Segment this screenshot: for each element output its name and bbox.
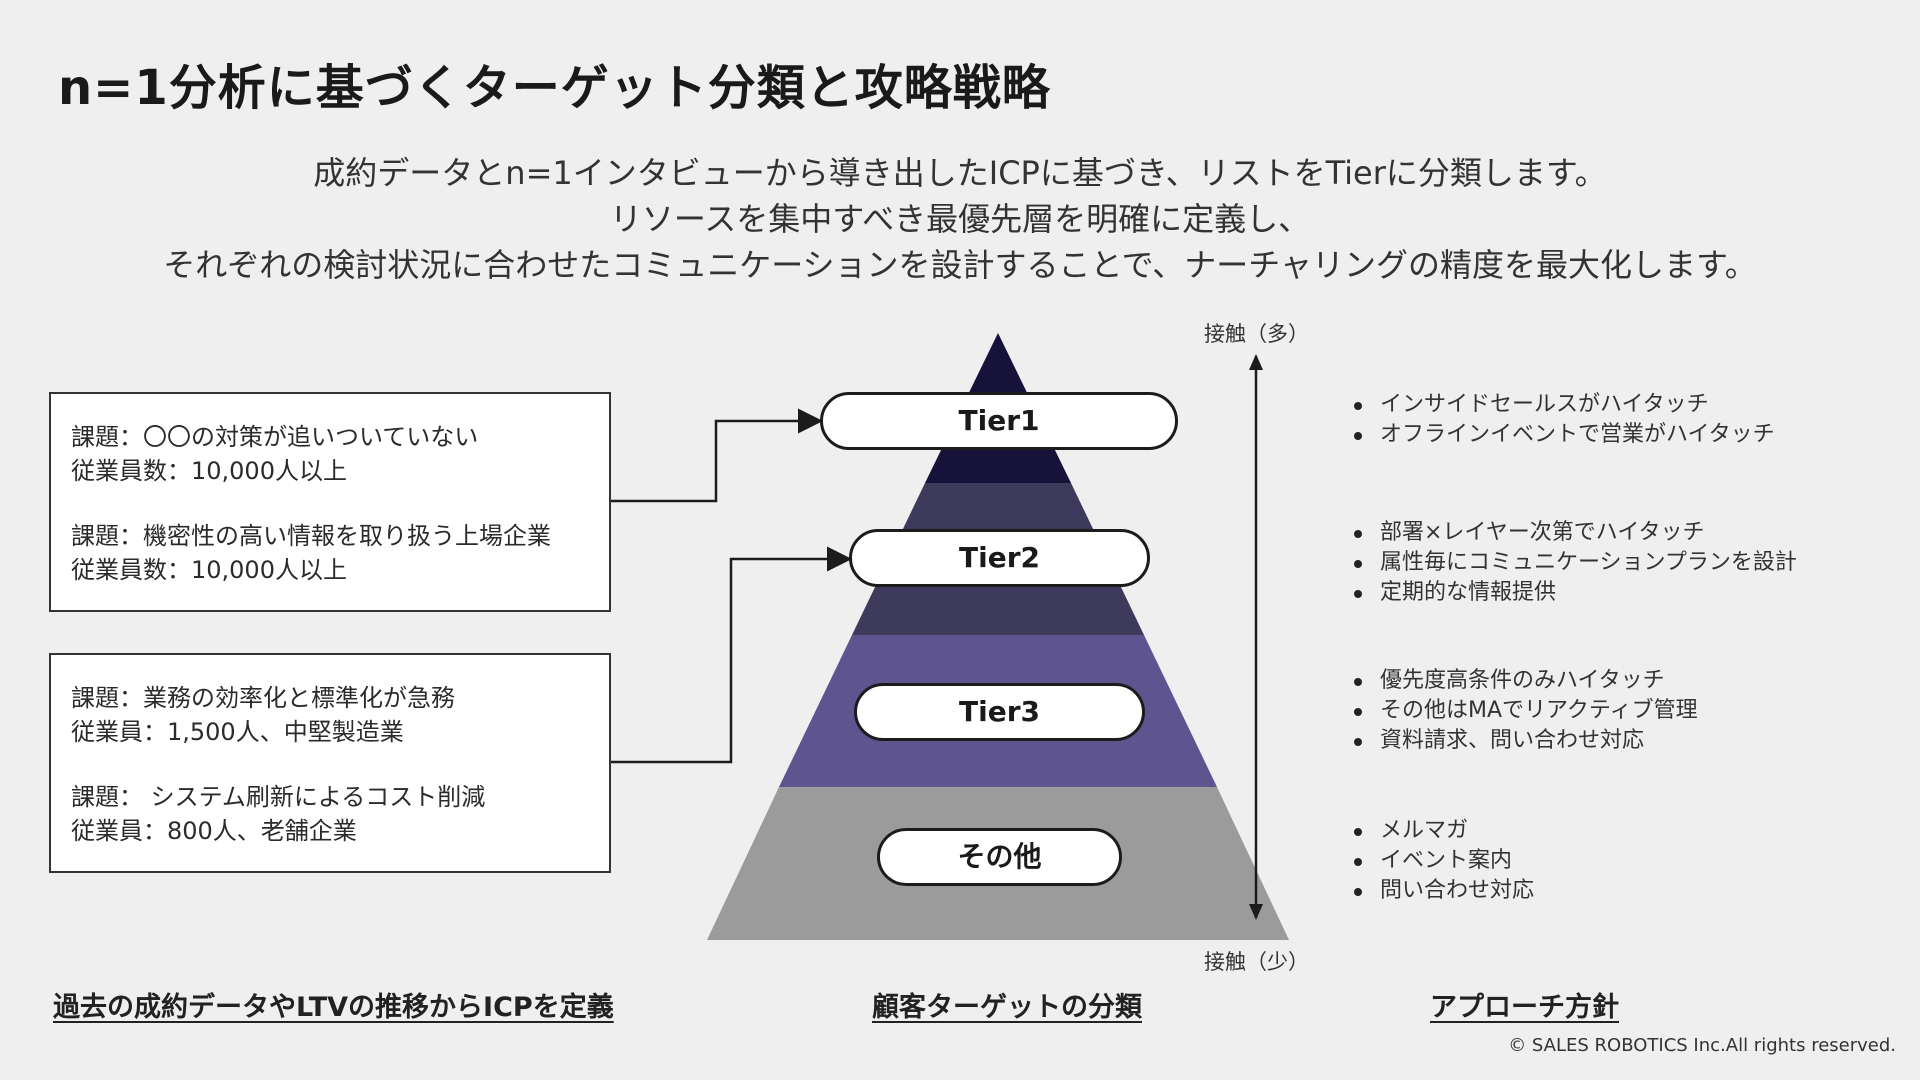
approach-item: その他はMAでリアクティブ管理 [1352,696,1698,726]
icp-issue: 課題：〇〇の対策が追いついていない [71,423,479,451]
tier2-label: Tier2 [849,529,1150,587]
tier3-label: Tier3 [854,683,1145,741]
approach-list-tier3: 優先度高条件のみハイタッチ その他はMAでリアクティブ管理 資料請求、問い合わせ… [1352,666,1698,756]
intro-line-3: それぞれの検討状況に合わせたコミュニケーションを設計することで、ナーチャリングの… [163,246,1757,284]
intro-line-1: 成約データとn=1インタビューから導き出したICPに基づき、リストをTierに分… [313,154,1607,192]
tier1-label: Tier1 [820,392,1178,450]
approach-item: インサイドセールスがハイタッチ [1352,390,1775,420]
icp-size: 従業員：1,500人、中堅製造業 [71,718,404,746]
approach-item: 部署×レイヤー次第でハイタッチ [1352,518,1797,548]
icp-issue: 課題：業務の効率化と標準化が急務 [71,684,455,712]
icp-issue: 課題： システム刷新によるコスト削減 [71,783,486,811]
approach-item: 資料請求、問い合わせ対応 [1352,726,1698,756]
other-label: その他 [877,828,1122,886]
intro-line-2: リソースを集中すべき最優先層を明確に定義し、 [609,200,1311,238]
approach-item: 問い合わせ対応 [1352,876,1534,906]
copyright: © SALES ROBOTICS Inc.All rights reserved… [1508,1035,1896,1056]
footer-label-classification: 顧客ターゲットの分類 [872,992,1142,1023]
intro-text: 成約データとn=1インタビューから導き出したICPに基づき、リストをTierに分… [0,150,1920,288]
approach-item: オフラインイベントで営業がハイタッチ [1352,420,1775,450]
axis-label-bottom: 接触（少） [1204,950,1309,974]
page-title: n=1分析に基づくターゲット分類と攻略戦略 [58,60,1051,116]
approach-item: イベント案内 [1352,846,1534,876]
axis-arrowhead-top [1249,354,1263,370]
approach-list-tier2: 部署×レイヤー次第でハイタッチ 属性毎にコミュニケーションプランを設計 定期的な… [1352,518,1797,608]
icp-size: 従業員数：10,000人以上 [71,457,347,485]
axis-label-top: 接触（多） [1204,322,1309,346]
approach-item: 優先度高条件のみハイタッチ [1352,666,1698,696]
approach-item: 属性毎にコミュニケーションプランを設計 [1352,548,1797,578]
approach-list-other: メルマガ イベント案内 問い合わせ対応 [1352,816,1534,906]
icp-box-tier1: 課題：〇〇の対策が追いついていない 従業員数：10,000人以上 課題：機密性の… [49,392,611,612]
approach-list-tier1: インサイドセールスがハイタッチ オフラインイベントで営業がハイタッチ [1352,390,1775,450]
footer-label-icp: 過去の成約データやLTVの推移からICPを定義 [53,992,614,1023]
approach-item: メルマガ [1352,816,1534,846]
footer-label-approach: アプローチ方針 [1430,992,1619,1023]
axis-arrowhead-bottom [1249,904,1263,920]
approach-item: 定期的な情報提供 [1352,578,1797,608]
icp-issue: 課題：機密性の高い情報を取り扱う上場企業 [71,522,551,550]
icp-box-tier2: 課題：業務の効率化と標準化が急務 従業員：1,500人、中堅製造業 課題： シス… [49,653,611,873]
connector-arrow-tier2 [611,546,852,764]
connector-arrow-tier1 [611,408,823,503]
icp-size: 従業員数：10,000人以上 [71,556,347,584]
icp-size: 従業員：800人、老舗企業 [71,817,357,845]
